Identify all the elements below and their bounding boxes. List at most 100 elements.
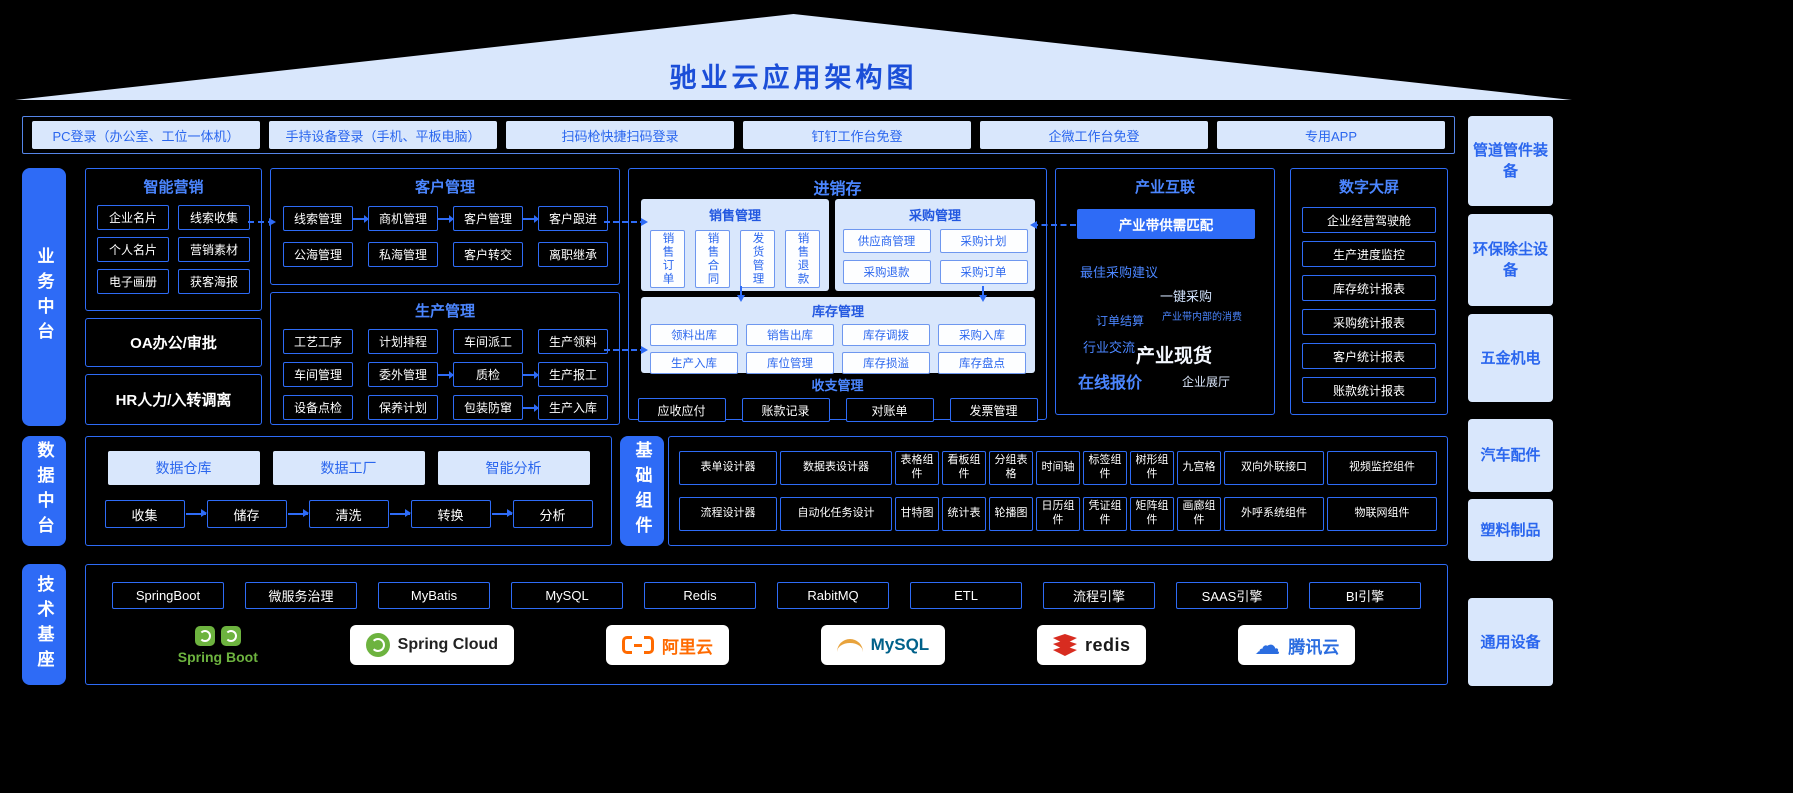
module-chip[interactable]: 凭证组件 xyxy=(1083,497,1127,531)
module-chip[interactable]: 采购订单 xyxy=(939,260,1028,284)
login-method-scanner[interactable]: 扫码枪快捷扫码登录 xyxy=(506,121,734,149)
module-chip[interactable]: 发货管理 xyxy=(740,230,775,288)
module-chip[interactable]: 计划排程 xyxy=(368,329,438,354)
module-chip[interactable]: 看板组件 xyxy=(942,451,986,485)
module-chip[interactable]: 离职继承 xyxy=(538,242,608,267)
module-chip[interactable]: 销售退款 xyxy=(785,230,820,288)
module-chip[interactable]: 线索收集 xyxy=(178,205,250,230)
module-chip[interactable]: MyBatis xyxy=(378,582,490,609)
supply-demand-match-button[interactable]: 产业带供需匹配 xyxy=(1077,209,1255,239)
module-chip[interactable]: 库存统计报表 xyxy=(1302,275,1436,301)
login-method-pc[interactable]: PC登录（办公室、工位一体机） xyxy=(32,121,260,149)
module-chip[interactable]: 采购退款 xyxy=(842,260,931,284)
module-chip[interactable]: SAAS引擎 xyxy=(1176,582,1288,609)
module-chip[interactable]: 生产报工 xyxy=(538,362,608,387)
module-chip[interactable]: BI引擎 xyxy=(1309,582,1421,609)
module-chip[interactable]: 清洗 xyxy=(308,500,389,528)
module-chip[interactable]: 数据工厂 xyxy=(272,451,425,485)
module-chip[interactable]: 企业名片 xyxy=(97,205,169,230)
module-chip[interactable]: 销售订单 xyxy=(650,230,685,288)
module-chip[interactable]: 微服务治理 xyxy=(245,582,357,609)
module-chip[interactable]: 分析 xyxy=(512,500,593,528)
oa-module[interactable]: OA办公/审批 xyxy=(85,318,262,367)
module-chip[interactable]: 库位管理 xyxy=(746,352,834,374)
module-chip[interactable]: 生产入库 xyxy=(538,395,608,420)
module-chip[interactable]: 采购计划 xyxy=(939,229,1028,253)
module-chip[interactable]: 画廊组件 xyxy=(1177,497,1221,531)
module-chip[interactable]: 质检 xyxy=(453,362,523,387)
hr-module[interactable]: HR人力/入转调离 xyxy=(85,374,262,425)
module-chip[interactable]: 日历组件 xyxy=(1036,497,1080,531)
module-chip[interactable]: 领料出库 xyxy=(650,324,738,346)
module-chip[interactable]: 采购统计报表 xyxy=(1302,309,1436,335)
module-chip[interactable]: 采购入库 xyxy=(938,324,1026,346)
module-chip[interactable]: 智能分析 xyxy=(437,451,590,485)
module-chip[interactable]: 库存调拨 xyxy=(842,324,930,346)
module-chip[interactable]: 标签组件 xyxy=(1083,451,1127,485)
module-chip[interactable]: 轮播图 xyxy=(989,497,1033,531)
module-chip[interactable]: 私海管理 xyxy=(368,242,438,267)
module-chip[interactable]: 库存盘点 xyxy=(938,352,1026,374)
module-chip[interactable]: 包装防窜 xyxy=(453,395,523,420)
module-chip[interactable]: 数据仓库 xyxy=(107,451,260,485)
module-chip[interactable]: 销售合同 xyxy=(695,230,730,288)
module-chip[interactable]: 储存 xyxy=(206,500,287,528)
module-chip[interactable]: 账款统计报表 xyxy=(1302,377,1436,403)
module-chip[interactable]: 生产领料 xyxy=(538,329,608,354)
module-chip[interactable]: 获客海报 xyxy=(178,269,250,294)
module-chip[interactable]: 电子画册 xyxy=(97,269,169,294)
module-chip[interactable]: 车间派工 xyxy=(453,329,523,354)
module-chip[interactable]: 收集 xyxy=(104,500,185,528)
module-chip[interactable]: 对账单 xyxy=(845,398,934,422)
module-chip[interactable]: 物联网组件 xyxy=(1327,497,1437,531)
module-chip[interactable]: 设备点检 xyxy=(283,395,353,420)
module-chip[interactable]: 供应商管理 xyxy=(842,229,931,253)
module-chip[interactable]: 客户统计报表 xyxy=(1302,343,1436,369)
module-chip[interactable]: 外呼系统组件 xyxy=(1224,497,1324,531)
module-chip[interactable]: MySQL xyxy=(511,582,623,609)
module-chip[interactable]: 树形组件 xyxy=(1130,451,1174,485)
login-method-dingtalk[interactable]: 钉钉工作台免登 xyxy=(743,121,971,149)
module-chip[interactable]: 矩阵组件 xyxy=(1130,497,1174,531)
module-chip[interactable]: 账款记录 xyxy=(741,398,830,422)
module-chip[interactable]: 双向外联接口 xyxy=(1224,451,1324,485)
module-chip[interactable]: SpringBoot xyxy=(112,582,224,609)
module-chip[interactable]: 企业经营驾驶舱 xyxy=(1302,207,1436,233)
login-method-wecom[interactable]: 企微工作台免登 xyxy=(980,121,1208,149)
login-method-handheld[interactable]: 手持设备登录（手机、平板电脑） xyxy=(269,121,497,149)
module-chip[interactable]: ETL xyxy=(910,582,1022,609)
module-chip[interactable]: 车间管理 xyxy=(283,362,353,387)
module-chip[interactable]: 表单设计器 xyxy=(679,451,777,485)
module-chip[interactable]: 视频监控组件 xyxy=(1327,451,1437,485)
module-chip[interactable]: 九宫格 xyxy=(1177,451,1221,485)
module-chip[interactable]: 客户转交 xyxy=(453,242,523,267)
module-chip[interactable]: RabitMQ xyxy=(777,582,889,609)
module-chip[interactable]: 委外管理 xyxy=(368,362,438,387)
module-chip[interactable]: 商机管理 xyxy=(368,206,438,231)
module-chip[interactable]: 生产入库 xyxy=(650,352,738,374)
module-chip[interactable]: 发票管理 xyxy=(949,398,1038,422)
module-chip[interactable]: 保养计划 xyxy=(368,395,438,420)
module-chip[interactable]: 应收应付 xyxy=(637,398,726,422)
module-chip[interactable]: 转换 xyxy=(410,500,491,528)
module-chip[interactable]: 工艺工序 xyxy=(283,329,353,354)
module-chip[interactable]: 自动化任务设计 xyxy=(780,497,892,531)
module-chip[interactable]: 线索管理 xyxy=(283,206,353,231)
module-chip[interactable]: 客户管理 xyxy=(453,206,523,231)
module-chip[interactable]: 销售出库 xyxy=(746,324,834,346)
module-chip[interactable]: 个人名片 xyxy=(97,237,169,262)
module-chip[interactable]: 客户跟进 xyxy=(538,206,608,231)
module-chip[interactable]: 库存损溢 xyxy=(842,352,930,374)
module-chip[interactable]: 分组表格 xyxy=(989,451,1033,485)
module-chip[interactable]: 流程引擎 xyxy=(1043,582,1155,609)
module-chip[interactable]: 统计表 xyxy=(942,497,986,531)
module-chip[interactable]: 表格组件 xyxy=(895,451,939,485)
module-chip[interactable]: 公海管理 xyxy=(283,242,353,267)
login-method-app[interactable]: 专用APP xyxy=(1217,121,1445,149)
module-chip[interactable]: 流程设计器 xyxy=(679,497,777,531)
module-chip[interactable]: 营销素材 xyxy=(178,237,250,262)
module-chip[interactable]: 数据表设计器 xyxy=(780,451,892,485)
module-chip[interactable]: 甘特图 xyxy=(895,497,939,531)
module-chip[interactable]: 生产进度监控 xyxy=(1302,241,1436,267)
module-chip[interactable]: Redis xyxy=(644,582,756,609)
